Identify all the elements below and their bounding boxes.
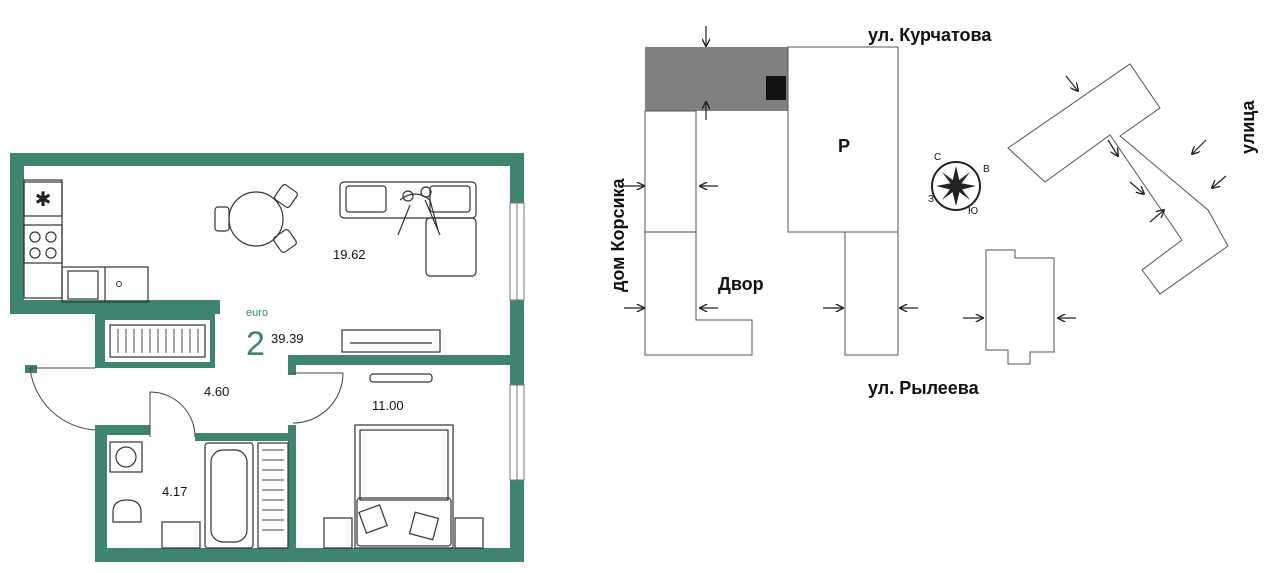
nightstand-left <box>323 517 353 549</box>
entry-door-swing <box>29 367 96 431</box>
building-angled <box>1007 63 1229 295</box>
sofa <box>339 181 477 277</box>
fridge-icon <box>23 181 63 217</box>
compass-e: В <box>983 164 990 175</box>
svg-text:✱: ✱ <box>35 189 52 211</box>
room-count: 2 <box>246 325 265 363</box>
bedroom-left-wall <box>288 425 296 548</box>
building-right <box>985 249 1055 365</box>
top-wall <box>10 153 524 166</box>
right-wall-mid <box>510 300 524 385</box>
bedroom-door-jamb <box>288 365 296 375</box>
bath-door-swing <box>149 391 196 438</box>
floor-plan: ✱ <box>10 153 525 562</box>
building-korsika <box>644 110 753 356</box>
tv-bedroom <box>369 373 433 383</box>
highlighted-section <box>645 47 788 111</box>
bath-top-wall-left <box>95 425 150 435</box>
building-small <box>844 231 899 356</box>
entry-jamb <box>25 365 37 373</box>
bath-top-wall-right <box>195 433 295 441</box>
parking-building <box>787 46 899 233</box>
compass-w: З <box>928 194 934 205</box>
toilet-icon <box>112 499 142 523</box>
bath-sink-icon <box>161 521 201 549</box>
left-wall-upper <box>10 153 24 313</box>
yard-label: Двор <box>718 274 764 294</box>
sink-icon <box>67 270 99 300</box>
compass-icon: С В Ю З <box>928 152 990 217</box>
compass-n: С <box>934 152 941 163</box>
compass-s: Ю <box>968 206 978 217</box>
entrance-marker <box>766 76 786 100</box>
washing-machine-icon <box>109 441 143 473</box>
tv-cabinet <box>341 329 441 353</box>
bathtub-icon <box>204 442 254 549</box>
bed <box>323 424 484 549</box>
right-wall-bottom <box>510 480 524 562</box>
stove-icon <box>23 224 63 264</box>
area-bedroom: 11.00 <box>372 398 404 413</box>
parking-label: P <box>838 136 850 156</box>
dining-table <box>214 184 298 253</box>
total-area: 39.39 <box>271 331 304 346</box>
bottom-wall <box>95 548 524 562</box>
apartment-type-label: euro <box>246 307 268 319</box>
kitchen: ✱ <box>23 179 149 303</box>
area-bathroom: 4.17 <box>162 484 187 499</box>
bathroom <box>109 441 289 549</box>
nightstand-right <box>454 517 484 549</box>
bedroom-top-wall <box>288 355 510 365</box>
site-plan: С В Ю З ул. Курчатова ул. Рылеева дом Ко… <box>608 25 1258 398</box>
street-right: улица <box>1238 99 1258 154</box>
radiator <box>109 324 206 358</box>
street-left: дом Корсика <box>608 177 628 292</box>
street-bottom: ул. Рылеева <box>868 378 980 398</box>
right-wall-top <box>510 153 524 203</box>
bedroom-door-swing <box>292 372 344 424</box>
area-hall: 4.60 <box>204 384 229 399</box>
street-top: ул. Курчатова <box>868 25 992 45</box>
area-living: 19.62 <box>333 247 366 262</box>
towel-rack <box>257 442 289 549</box>
bath-left-wall <box>95 425 107 562</box>
